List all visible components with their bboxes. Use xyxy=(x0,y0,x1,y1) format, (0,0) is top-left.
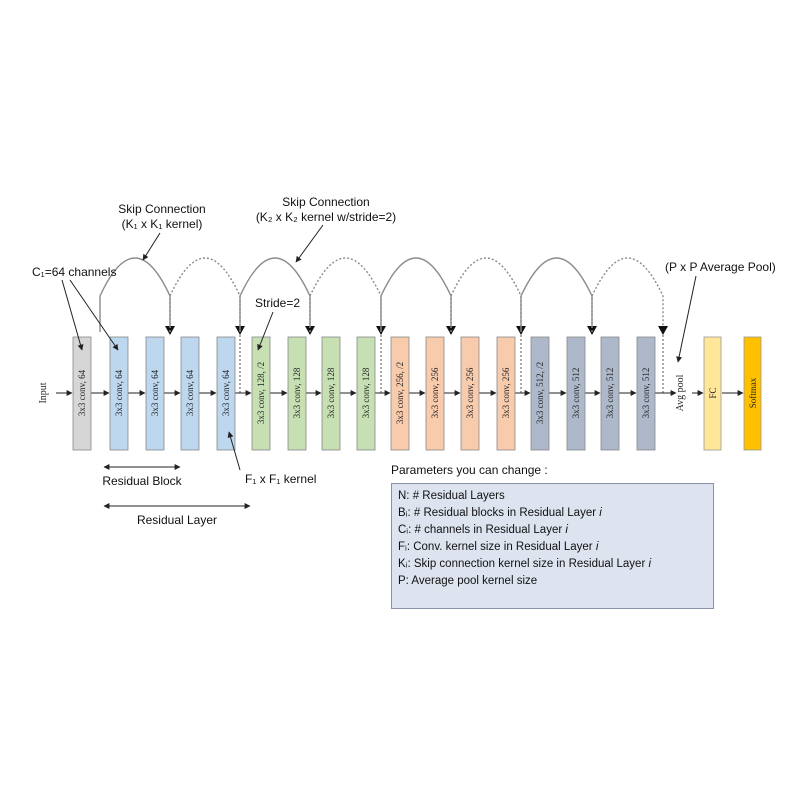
parameter-row: P: Average pool kernel size xyxy=(398,573,713,590)
skip-connection-1-title: Skip Connection xyxy=(118,202,205,216)
skip-arc xyxy=(169,257,241,332)
parameter-row: Cᵢ: # channels in Residual Layer i xyxy=(398,522,713,539)
conv-layer-11: 3x3 conv, 256 xyxy=(425,336,445,451)
conv-layer-box xyxy=(425,336,445,451)
conv-layer-label: 3x3 conv, 512 xyxy=(641,368,651,419)
residual-layer-label: Residual Layer xyxy=(137,513,217,527)
conv-layer-box xyxy=(390,336,410,451)
annotation-pointers xyxy=(61,224,697,509)
conv-layer-box xyxy=(72,336,92,451)
conv-layer-box xyxy=(145,336,165,451)
conv-layer-box xyxy=(216,336,236,451)
conv-layer-box xyxy=(530,336,550,451)
avg-pool-label: Avg pool xyxy=(675,374,686,411)
conv-layer-label: 3x3 conv, 64 xyxy=(150,369,160,416)
conv-layer-box xyxy=(496,336,516,451)
conv-layer-box xyxy=(566,336,586,451)
skip-arc xyxy=(450,257,522,332)
skip-connection-arcs xyxy=(99,257,668,393)
parameter-index: i xyxy=(565,524,568,536)
skip-arc xyxy=(309,257,382,332)
parameter-text: Kᵢ: Skip connection kernel size in Resid… xyxy=(398,558,649,570)
conv-layer-box xyxy=(600,336,620,451)
conv-layer-label: 3x3 conv, 512 xyxy=(571,368,581,419)
parameter-index: i xyxy=(648,558,652,570)
conv-layer-label: 3x3 conv, 512 xyxy=(605,368,615,419)
skip-arc xyxy=(99,257,171,332)
conv-layer-5: 3x3 conv, 64 xyxy=(216,336,236,451)
parameter-row: Kᵢ: Skip connection kernel size in Resid… xyxy=(398,556,713,573)
conv-layer-box xyxy=(251,336,271,451)
conv-layer-label: 3x3 conv, 256 xyxy=(501,367,511,418)
conv-layer-10: 3x3 conv, 256, /2 xyxy=(390,336,410,451)
conv-layer-label: 3x3 conv, 64 xyxy=(185,369,195,416)
conv-layer-label: 3x3 conv, 128 xyxy=(326,367,336,418)
conv-layer-label: 3x3 conv, 64 xyxy=(77,369,87,416)
avg-pool-annotation: (P x P Average Pool) xyxy=(665,260,776,274)
conv-layer-1: 3x3 conv, 64 xyxy=(72,336,92,451)
conv-layer-label: 3x3 conv, 64 xyxy=(114,369,124,416)
conv-layer-3: 3x3 conv, 64 xyxy=(145,336,165,451)
conv-layer-2: 3x3 conv, 64 xyxy=(109,336,129,451)
skip-connection-2-detail: (K₂ x K₂ kernel w/stride=2) xyxy=(256,210,396,224)
skip-arc-head xyxy=(658,326,668,335)
conv-layer-label: 3x3 conv, 512, /2 xyxy=(535,362,545,424)
conv-layer-label: 3x3 conv, 64 xyxy=(221,369,231,416)
skip-arc xyxy=(380,257,452,332)
softmax-layer-box xyxy=(743,336,762,451)
conv-layer-label: 3x3 conv, 128 xyxy=(292,367,302,418)
conv-layer-box xyxy=(636,336,656,451)
parameter-row: N: # Residual Layers xyxy=(398,488,713,505)
conv-layer-14: 3x3 conv, 512, /2 xyxy=(530,336,550,451)
parameter-text: N: # Residual Layers xyxy=(398,490,505,502)
parameters-title: Parameters you can change : xyxy=(391,463,548,477)
conv-layer-9: 3x3 conv, 128 xyxy=(356,336,376,451)
parameter-index: i xyxy=(595,541,599,553)
conv-layer-label: 3x3 conv, 256 xyxy=(465,367,475,418)
skip-connection-2-title: Skip Connection xyxy=(282,195,369,209)
parameter-text: Cᵢ: # channels in Residual Layer xyxy=(398,524,566,536)
fc-layer-box xyxy=(703,336,722,451)
skip-arc xyxy=(520,257,593,332)
conv-layer-box xyxy=(460,336,480,451)
conv-layer-12: 3x3 conv, 256 xyxy=(460,336,480,451)
conv-layer-label: 3x3 conv, 128, /2 xyxy=(256,362,266,424)
conv-layer-box xyxy=(180,336,200,451)
stride-annotation: Stride=2 xyxy=(255,296,300,310)
skip-arc xyxy=(239,257,311,332)
conv-layer-box xyxy=(109,336,129,451)
skip-connection-1-detail: (K₁ x K₁ kernel) xyxy=(122,217,203,231)
conv-layer-label: 3x3 conv, 256, /2 xyxy=(395,362,405,424)
conv-layer-8: 3x3 conv, 128 xyxy=(321,336,341,451)
parameter-text: Bᵢ: # Residual blocks in Residual Layer xyxy=(398,507,600,519)
conv-layer-4: 3x3 conv, 64 xyxy=(180,336,200,451)
input-label: Input xyxy=(38,382,49,403)
parameter-text: Fᵢ: Conv. kernel size in Residual Layer xyxy=(398,541,596,553)
parameter-row: Bᵢ: # Residual blocks in Residual Layer … xyxy=(398,505,713,522)
channels-annotation: C₁=64 channels xyxy=(32,265,116,279)
softmax-layer-label: Softmax xyxy=(748,377,758,408)
parameter-text: P: Average pool kernel size xyxy=(398,575,538,587)
conv-layer-box xyxy=(356,336,376,451)
kernel-annotation: F₁ x F₁ kernel xyxy=(245,472,316,486)
conv-layer-16: 3x3 conv, 512 xyxy=(600,336,620,451)
conv-layer-7: 3x3 conv, 128 xyxy=(287,336,307,451)
conv-layer-box xyxy=(321,336,341,451)
parameter-row: Fᵢ: Conv. kernel size in Residual Layer … xyxy=(398,539,713,556)
skip-arc xyxy=(591,257,664,332)
conv-layer-15: 3x3 conv, 512 xyxy=(566,336,586,451)
fc-layer-label: FC xyxy=(708,387,718,398)
parameter-index: i xyxy=(599,507,602,519)
residual-block-label: Residual Block xyxy=(102,474,182,488)
conv-layer-13: 3x3 conv, 256 xyxy=(496,336,516,451)
conv-layer-6: 3x3 conv, 128, /2 xyxy=(251,336,271,451)
conv-layers: 3x3 conv, 64 3x3 conv, 64 3x3 conv, 64 3x3 … xyxy=(72,336,656,451)
conv-layer-label: 3x3 conv, 128 xyxy=(361,367,371,418)
conv-layer-17: 3x3 conv, 512 xyxy=(636,336,656,451)
conv-layer-label: 3x3 conv, 256 xyxy=(430,367,440,418)
conv-layer-box xyxy=(287,336,307,451)
